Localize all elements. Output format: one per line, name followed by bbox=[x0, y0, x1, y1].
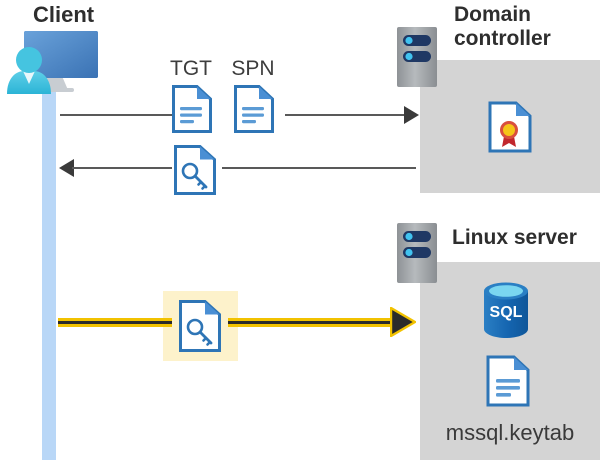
client-computer-user-icon bbox=[6, 28, 102, 96]
client-lifeline bbox=[42, 72, 56, 460]
linux-server-label: Linux server bbox=[452, 226, 577, 249]
client-label: Client bbox=[33, 2, 95, 27]
keytab-filename-label: mssql.keytab bbox=[445, 420, 575, 445]
message-2-line-right bbox=[222, 167, 416, 169]
message-2-line-left bbox=[72, 167, 172, 169]
spn-document-lines-icon bbox=[234, 85, 274, 133]
certificate-document-icon bbox=[488, 101, 532, 153]
service-ticket-key-document-icon bbox=[174, 145, 216, 195]
tgt-caption: TGT bbox=[170, 57, 212, 80]
message-1-line-right bbox=[285, 114, 411, 116]
message-1-line-left bbox=[60, 114, 172, 116]
sql-database-label: SQL bbox=[490, 304, 523, 321]
message-3-line-right bbox=[228, 318, 396, 327]
tgt-document-lines-icon bbox=[172, 85, 212, 133]
domain-controller-label: Domain controller bbox=[454, 3, 551, 50]
keytab-document-icon bbox=[486, 355, 530, 407]
message-1-arrowhead-right bbox=[404, 106, 420, 124]
linux-server-server-rack-icon bbox=[396, 222, 438, 284]
message-3-line-left bbox=[58, 318, 172, 327]
message-3-arrowhead-right bbox=[389, 306, 417, 338]
domain-controller-server-rack-icon bbox=[396, 26, 438, 88]
sql-database-icon: SQL bbox=[481, 281, 531, 339]
spn-caption: SPN bbox=[231, 57, 275, 80]
message-2-arrowhead-left bbox=[58, 159, 74, 177]
client-ticket-key-document-icon bbox=[179, 300, 221, 352]
